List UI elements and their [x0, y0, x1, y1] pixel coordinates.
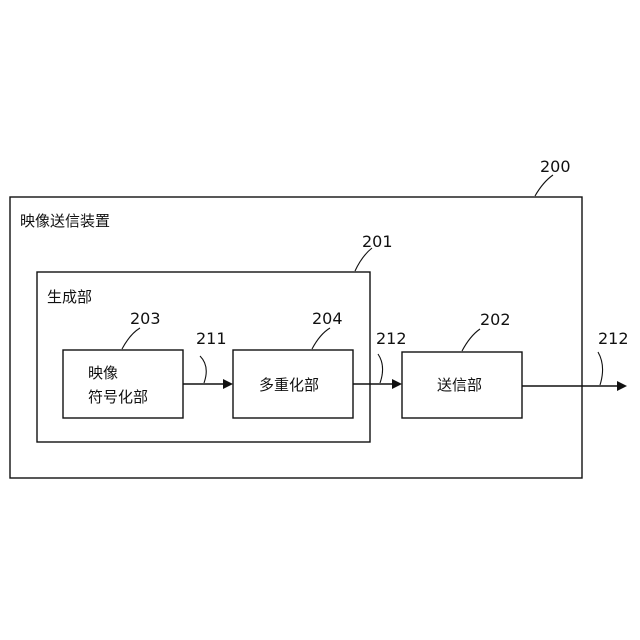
transmitter-ref-leader	[462, 329, 480, 351]
signal-arrow-212-output: 212	[522, 329, 629, 391]
signal-212-internal-label: 212	[376, 329, 407, 348]
signal-212-output-leader	[598, 352, 603, 385]
generator-label: 生成部	[47, 288, 92, 306]
transmitter-unit: 送信部 202	[402, 310, 522, 418]
signal-212-internal-leader	[378, 354, 383, 383]
generator-ref: 201	[362, 232, 393, 251]
encoder-box	[63, 350, 183, 418]
encoder-label-line1: 映像	[88, 364, 118, 382]
signal-211-leader	[200, 356, 206, 383]
multiplexer-ref: 204	[312, 309, 343, 328]
device-ref-leader	[535, 175, 553, 196]
transmitter-ref: 202	[480, 310, 511, 329]
device-box	[10, 197, 582, 478]
device-ref: 200	[540, 157, 571, 176]
signal-arrow-211: 211	[183, 329, 233, 389]
arrowhead-211	[223, 379, 233, 389]
signal-211-label: 211	[196, 329, 227, 348]
arrowhead-212-internal	[392, 379, 402, 389]
device-label: 映像送信装置	[20, 212, 110, 230]
encoder-ref: 203	[130, 309, 161, 328]
multiplexer-ref-leader	[312, 328, 330, 349]
arrowhead-212-output	[617, 381, 627, 391]
encoder-ref-leader	[122, 328, 140, 349]
multiplexer-unit: 多重化部 204	[233, 309, 353, 418]
signal-arrow-212-internal: 212	[353, 329, 407, 389]
signal-212-output-label: 212	[598, 329, 629, 348]
transmitter-label: 送信部	[437, 376, 482, 394]
generator-ref-leader	[355, 248, 372, 271]
multiplexer-label: 多重化部	[259, 376, 319, 394]
video-encoder-unit: 映像 符号化部 203	[63, 309, 183, 418]
encoder-label-line2: 符号化部	[88, 388, 148, 406]
